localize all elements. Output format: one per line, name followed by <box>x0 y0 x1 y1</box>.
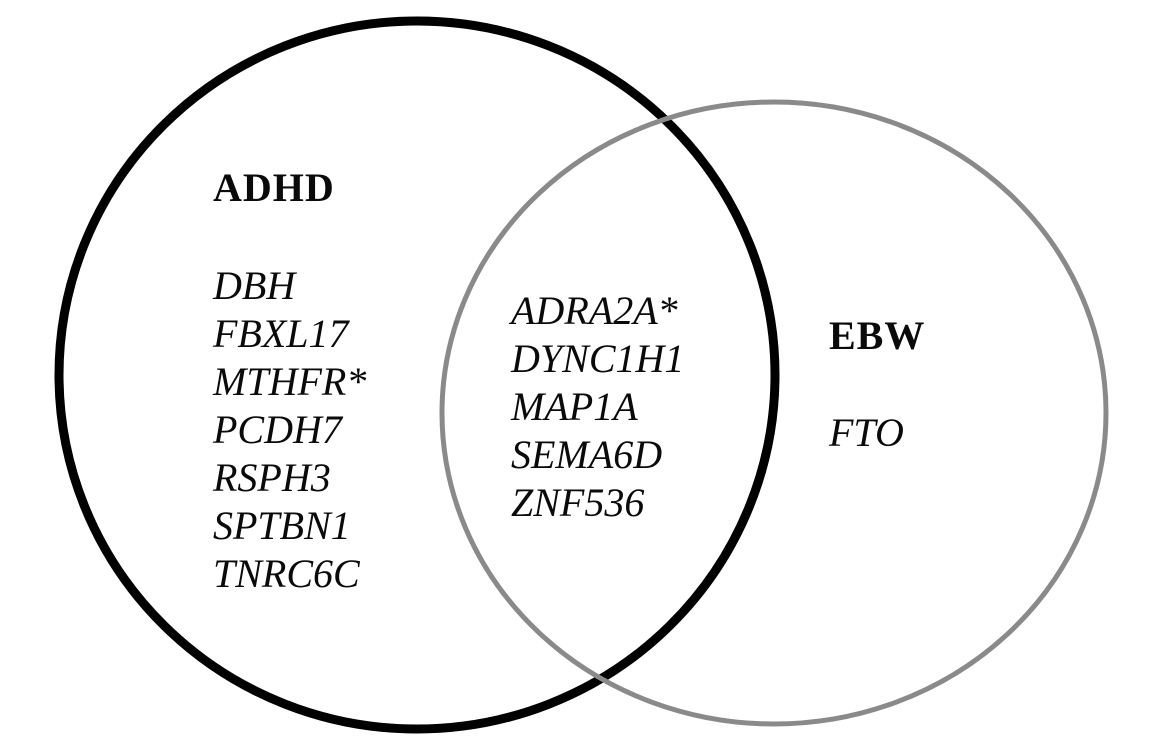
adhd-circle-outline <box>54 16 780 734</box>
adhd-set-label: ADHD <box>213 165 335 210</box>
gene-item: ADRA2A* <box>511 288 678 333</box>
gene-item: SPTBN1 <box>213 503 351 548</box>
gene-item: SEMA6D <box>511 432 663 477</box>
ebw-set-label: EBW <box>829 313 926 358</box>
gene-item: MTHFR* <box>213 359 367 404</box>
gene-item: FBXL17 <box>213 311 349 356</box>
adhd-gene-list: DBH FBXL17 MTHFR* PCDH7 RSPH3 SPTBN1 TNR… <box>213 262 366 598</box>
gene-item: FTO <box>829 410 904 455</box>
gene-item: TNRC6C <box>213 551 360 596</box>
ebw-gene-list: FTO <box>829 409 904 457</box>
gene-item: RSPH3 <box>213 455 331 500</box>
gene-item: MAP1A <box>511 384 638 429</box>
gene-item: PCDH7 <box>213 407 342 452</box>
ebw-circle-outline <box>439 99 1109 727</box>
gene-item: DBH <box>213 263 296 308</box>
gene-item: ZNF536 <box>511 480 645 525</box>
intersection-gene-list: ADRA2A* DYNC1H1 MAP1A SEMA6D ZNF536 <box>511 287 684 527</box>
gene-item: DYNC1H1 <box>511 336 685 381</box>
